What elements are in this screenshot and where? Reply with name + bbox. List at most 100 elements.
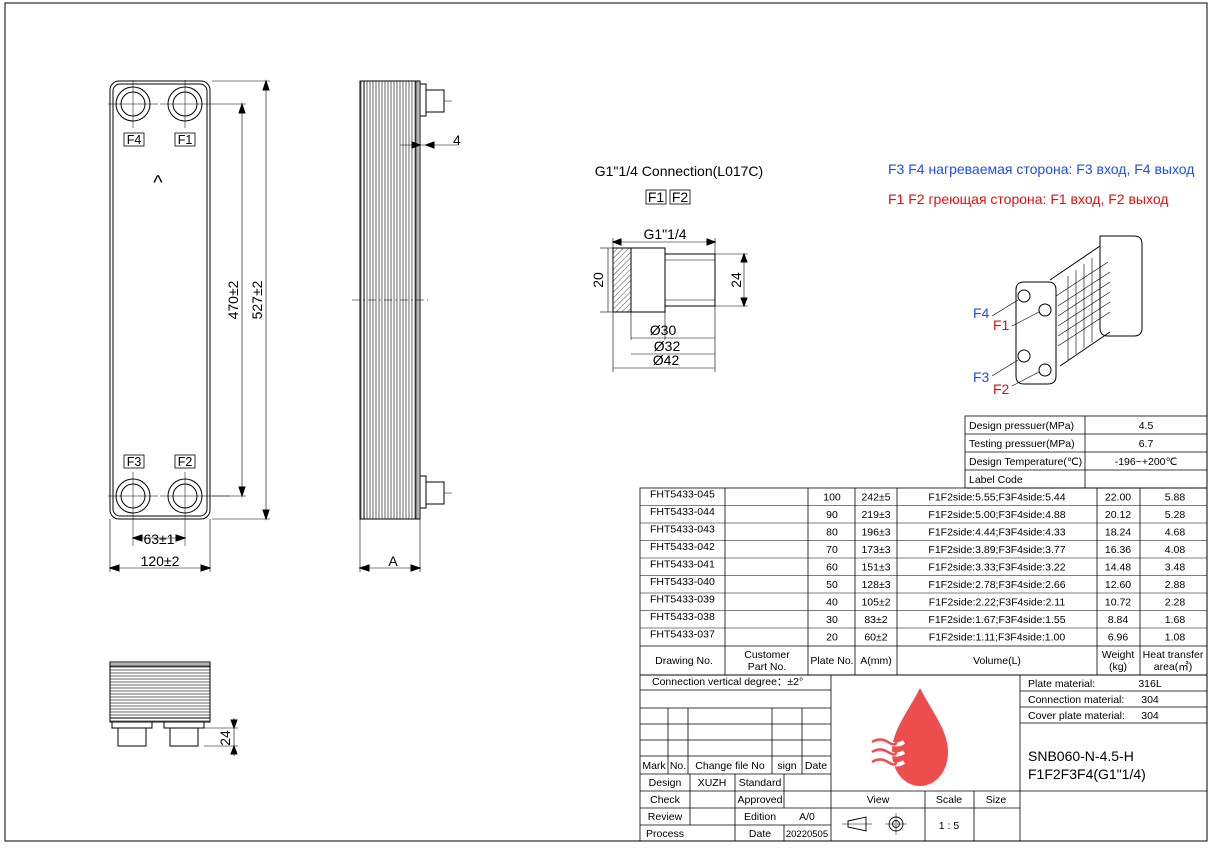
tb-size: Size xyxy=(986,794,1007,806)
connection-thread: G1"1/4 xyxy=(643,226,686,242)
projection-symbol-icon xyxy=(842,813,907,835)
model-area: 1.68 xyxy=(1165,614,1186,626)
model-plate-count: 40 xyxy=(826,597,838,609)
tb-plate-mat-val: 316L xyxy=(1138,678,1162,690)
title-block-grid xyxy=(639,674,1208,842)
model-weight: 10.72 xyxy=(1105,597,1131,609)
front-label-f2: F2 xyxy=(178,455,193,469)
model-plate-count: 30 xyxy=(826,614,838,626)
tb-review: Review xyxy=(648,811,683,823)
tb-plate-mat: Plate material: xyxy=(1028,678,1095,690)
front-label-f3: F3 xyxy=(127,455,142,469)
tb-change: Change file No xyxy=(695,760,765,772)
model-weight: 16.36 xyxy=(1105,544,1131,556)
model-plate-count: 70 xyxy=(826,544,838,556)
model-a-dimension: 196±3 xyxy=(861,527,890,539)
connection-d32: Ø32 xyxy=(654,338,681,354)
port-f1 xyxy=(160,80,212,128)
tb-standard: Standard xyxy=(739,777,782,789)
model-a-dimension: 173±3 xyxy=(861,544,890,556)
tb-date-label: Date xyxy=(749,828,771,840)
model-area: 2.88 xyxy=(1165,579,1186,591)
model-drawing-no: FHT5433-041 xyxy=(650,559,715,571)
tb-conn-degree: Connection vertical degree：±2° xyxy=(652,676,803,688)
note-heating-side: F1 F2 греющая сторона: F1 вход, F2 выход xyxy=(888,191,1168,207)
model-a-dimension: 242±5 xyxy=(861,492,890,504)
model-drawing-no: FHT5433-045 xyxy=(650,489,715,501)
model-drawing-no: FHT5433-042 xyxy=(650,541,715,553)
hdr-weight: Weight xyxy=(1102,649,1135,661)
bottom-view xyxy=(109,661,238,756)
hdr-plate-no: Plate No. xyxy=(810,655,853,667)
model-volume: F1F2side:2.22;F3F4side:2.11 xyxy=(929,597,1066,609)
model-area: 1.08 xyxy=(1165,632,1186,644)
company-logo-icon xyxy=(870,688,948,786)
hdr-part-no: Part No. xyxy=(748,661,787,673)
tb-cover-mat: Cover plate material: xyxy=(1028,710,1125,722)
model-area: 3.48 xyxy=(1165,562,1186,574)
model-a-dimension: 60±2 xyxy=(864,632,887,644)
tb-check: Check xyxy=(650,794,681,806)
tb-sign: sign xyxy=(777,760,796,772)
model-weight: 18.24 xyxy=(1105,527,1131,539)
model-a-dimension: 128±3 xyxy=(861,579,890,591)
connection-tag-f1: F1 xyxy=(648,189,665,205)
model-area: 5.88 xyxy=(1165,492,1186,504)
model-volume: F1F2side:5.00;F3F4side:4.88 xyxy=(928,509,1065,521)
dim-4: 4 xyxy=(453,132,461,148)
tb-no: No. xyxy=(670,760,686,772)
model-volume: F1F2side:1.11;F3F4side:1.00 xyxy=(929,632,1066,644)
model-volume: F1F2side:2.78;F3F4side:2.66 xyxy=(928,579,1065,591)
model-plate-count: 20 xyxy=(826,632,838,644)
tb-date: Date xyxy=(805,760,827,772)
dim-24-bottom: 24 xyxy=(217,730,233,746)
port-f3 xyxy=(108,472,158,546)
tb-cover-mat-val: 304 xyxy=(1141,710,1159,722)
hdr-drawing-no: Drawing No. xyxy=(655,655,713,667)
spec-value: 4.5 xyxy=(1139,420,1154,432)
model-plate-count: 80 xyxy=(826,527,838,539)
tb-scale: Scale xyxy=(936,794,962,806)
spec-label: Label Code xyxy=(969,474,1023,486)
tb-model-code: SNB060-N-4.5-H xyxy=(1028,748,1134,764)
side-view xyxy=(352,80,458,572)
model-weight: 8.84 xyxy=(1108,614,1129,626)
tb-design: Design xyxy=(649,777,682,789)
front-flow-arrow: ^ xyxy=(153,172,163,194)
model-weight: 14.48 xyxy=(1105,562,1131,574)
dim-63: 63±1 xyxy=(143,531,174,547)
model-a-dimension: 151±3 xyxy=(861,562,890,574)
tb-scale-val: 1 : 5 xyxy=(939,820,960,832)
front-label-f1: F1 xyxy=(178,133,193,147)
spec-value: -196~+200℃ xyxy=(1115,456,1178,468)
model-plate-count: 90 xyxy=(826,509,838,521)
tb-model-connections: F1F2F3F4(G1"1/4) xyxy=(1028,766,1146,782)
tb-approved: Approved xyxy=(738,794,783,806)
hdr-volume: Volume(L) xyxy=(973,655,1021,667)
connection-d42: Ø42 xyxy=(653,352,680,368)
model-a-dimension: 83±2 xyxy=(864,614,887,626)
model-weight: 20.12 xyxy=(1105,509,1131,521)
model-table-grid xyxy=(639,487,1208,676)
model-volume: F1F2side:4.44;F3F4side:4.33 xyxy=(928,527,1065,539)
model-drawing-no: FHT5433-037 xyxy=(650,629,715,641)
model-area: 5.28 xyxy=(1165,509,1186,521)
connection-section xyxy=(600,238,748,372)
spec-label: Design pressuer(MPa) xyxy=(969,420,1074,432)
model-a-dimension: 219±3 xyxy=(861,509,890,521)
tb-conn-mat: Connection material: xyxy=(1028,694,1124,706)
dim-527: 527±2 xyxy=(249,280,265,319)
tb-view: View xyxy=(867,794,890,806)
connection-d24: 24 xyxy=(728,272,744,288)
dim-a: A xyxy=(388,553,398,569)
note-heated-side: F3 F4 нагреваемая сторона: F3 вход, F4 в… xyxy=(888,161,1194,177)
tb-process: Process xyxy=(646,828,684,840)
model-weight: 6.96 xyxy=(1108,632,1129,644)
front-label-f4: F4 xyxy=(127,133,142,147)
model-volume: F1F2side:1.67;F3F4side:1.55 xyxy=(928,614,1065,626)
tb-mark: Mark xyxy=(642,760,666,772)
model-plate-count: 100 xyxy=(823,492,841,504)
model-drawing-no: FHT5433-044 xyxy=(650,506,715,518)
